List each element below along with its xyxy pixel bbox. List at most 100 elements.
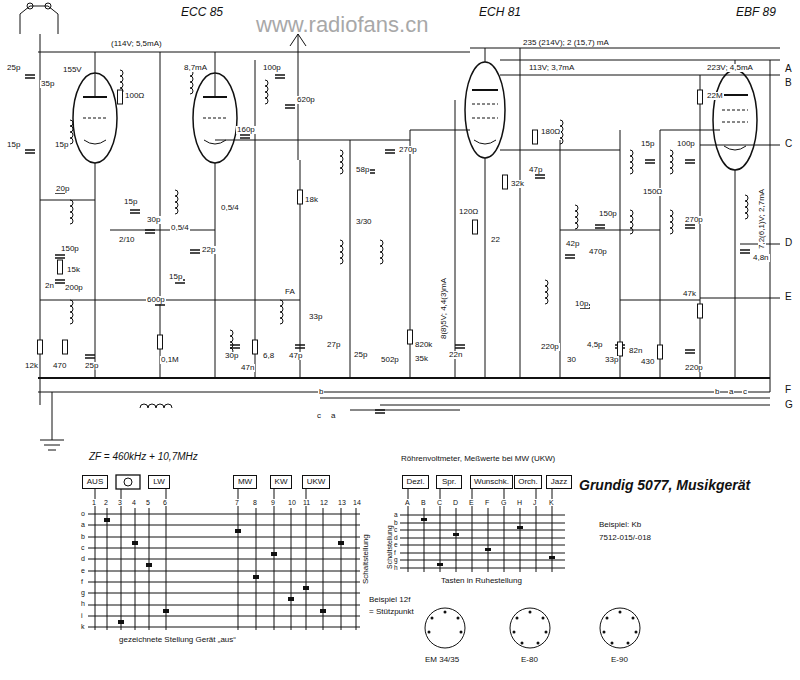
part-label: 270p [684,216,704,224]
row-letter: o [80,510,86,517]
key-box: KW [270,475,292,489]
row-letter: f [80,578,84,585]
row-letter: k [80,623,86,630]
part-label: 620p [296,96,316,104]
key-box: Spr. [436,475,462,489]
row-letter: h [80,600,86,607]
part-label: 600p [146,296,166,304]
part-label: 22n [448,351,463,359]
row-letter: e [80,567,86,574]
key-box: Dezl. [402,475,429,489]
column-number: 6 [162,499,168,506]
part-label: 100p [676,140,696,148]
part-label: 47k [682,290,697,298]
column-number: 4 [131,499,137,506]
part-label: 120Ω [458,208,479,216]
row-letter: a [80,521,86,528]
row-letter: d [393,535,399,542]
part-label: 470p [588,248,608,256]
column-number: 2 [103,499,109,506]
key-label: MW [238,478,252,486]
column-letter: G [500,499,507,506]
part-label: E-80 [520,656,539,664]
part-label: G [784,400,794,410]
part-label: 18k [304,196,319,204]
column-letter: C [436,499,443,506]
part-label: Röhrenvoltmeter, Meßwerte bei MW (UKW) [400,455,556,463]
row-letter: h [393,565,399,572]
part-label: 15p [54,141,69,149]
part-label: 15p [168,273,183,281]
column-letter: K [548,499,555,506]
column-letter: B [420,499,427,506]
part-label: 33p [308,313,323,321]
column-number: 12 [319,499,329,506]
row-letter: i [80,612,84,619]
part-label: 82n [628,347,643,355]
column-number: 5 [145,499,151,506]
part-label: 2n [44,282,55,290]
key-label: KW [275,478,288,486]
part-label: 8,7mA [183,64,208,72]
part-label: c [742,388,748,396]
part-label: 47p [528,166,543,174]
part-label: 2/10 [118,236,136,244]
part-label: 20p [55,185,70,193]
column-letter: A [404,499,411,506]
part-label: E-90 [610,656,629,664]
part-label: 502p [380,356,400,364]
vertical-note: Schaltstellung [362,533,370,585]
part-label: 15p [640,140,655,148]
key-label: Orch. [518,478,538,486]
part-label: 32k [510,180,525,188]
part-label: 22p [201,246,216,254]
tube-name: EBF 89 [735,6,777,18]
diagram-title: Grundig 5077, Musikgerät [578,478,751,492]
part-label: E [784,292,793,302]
key-label: LW [153,478,164,486]
part-label: 0,5/4 [170,224,190,232]
part-label: Tasten in Ruhestellung [440,577,523,585]
part-label: 220p [540,343,560,351]
column-number: 14 [352,499,362,506]
column-letter: H [516,499,523,506]
part-label: A [784,64,793,74]
tube-name: ECC 85 [180,6,224,18]
column-letter: F [484,499,490,506]
part-label: 15p [6,141,21,149]
column-letter: E [468,499,475,506]
vertical-note: Schaltstellung [386,524,393,570]
part-label: 223V; 4,5mA [706,64,754,72]
column-number: 8 [252,499,258,506]
part-label: 12k [24,362,39,370]
row-letter: f [393,550,397,557]
part-label: 470 [52,362,67,370]
column-number: 1 [91,499,97,506]
part-label: 27p [326,341,341,349]
part-label: 270p [398,146,418,154]
part-label: 15p [123,198,138,206]
part-label: b [714,388,720,396]
column-letter: D [452,499,459,506]
part-label: 100Ω [124,92,145,100]
part-label: 150p [60,245,80,253]
part-label: 10p [574,300,589,308]
key-box: UKW [302,475,330,489]
part-label: 30p [224,352,239,360]
key-box: Wunschk. [470,475,513,489]
watermark: www.radiofans.cn [255,14,429,36]
row-letter: d [80,555,86,562]
column-letter: J [532,499,538,506]
part-label: 25p [6,64,21,72]
key-box: MW [233,475,257,489]
part-label: FA [284,288,296,296]
part-label: 4,8n [752,254,770,262]
key-label: Wunschk. [474,478,509,486]
tube-name: ECH 81 [478,6,522,18]
column-number: 13 [337,499,347,506]
part-label: = Stützpunkt [368,608,415,616]
part-label: 58p [355,166,370,174]
key-label: Dezl. [406,478,424,486]
part-label: 430 [640,358,655,366]
